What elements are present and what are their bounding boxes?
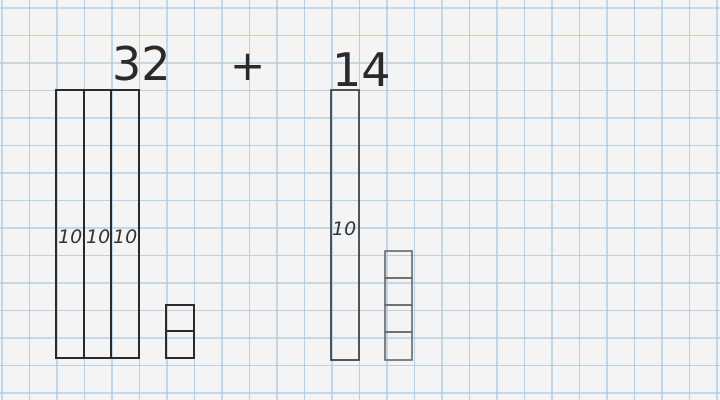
ten-rod-label: 10 [86, 226, 110, 248]
ten-rod-label: 10 [332, 218, 356, 240]
left-number: 32 [112, 37, 171, 91]
ten-rod-label: 10 [113, 226, 137, 248]
ten-rod-label: 10 [58, 226, 82, 248]
plus-sign: + [230, 41, 265, 90]
right-number: 14 [332, 43, 391, 97]
